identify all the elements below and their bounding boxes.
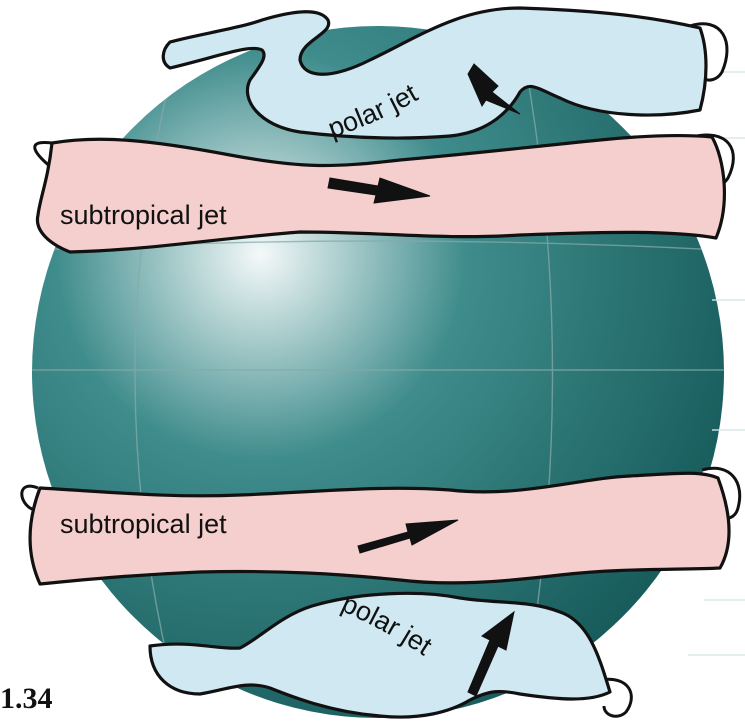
north-subtropical-label: subtropical jet xyxy=(60,200,227,230)
figure-number: 1.34 xyxy=(0,684,53,714)
south-subtropical-label: subtropical jet xyxy=(60,509,227,539)
